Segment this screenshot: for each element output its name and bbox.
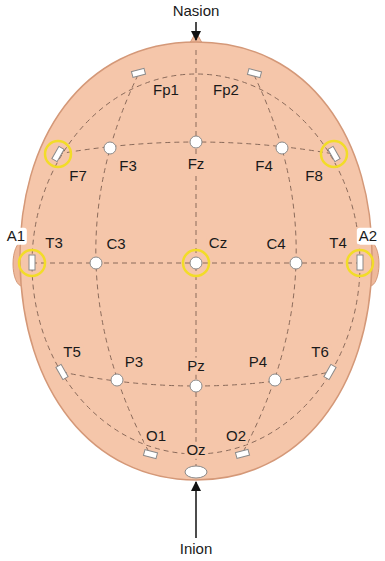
electrode-label: Oz [184, 442, 207, 459]
landmark-label: Nasion [171, 3, 222, 20]
landmark-label: Inion [178, 541, 215, 558]
electrode-label: Cz [207, 235, 229, 252]
electrode-label: F3 [117, 158, 139, 175]
electrode-label: F4 [253, 158, 275, 175]
electrode-label: Fp1 [151, 82, 181, 99]
electrode-label: Pz [185, 358, 207, 375]
electrode-label: C4 [264, 236, 287, 253]
electrode-label: T6 [309, 344, 331, 361]
electrode-label: O2 [224, 428, 248, 445]
electrode-label: T3 [43, 235, 65, 252]
electrode-label: Fp2 [211, 82, 241, 99]
electrode-label: A2 [357, 228, 379, 245]
electrode-label: Fz [186, 156, 207, 173]
electrode-label: C3 [104, 236, 127, 253]
electrode-label: F8 [303, 168, 325, 185]
electrode-label: P3 [123, 354, 145, 371]
electrode-label: T4 [327, 235, 349, 252]
electrode-label: F7 [67, 168, 89, 185]
electrode-label: P4 [247, 354, 269, 371]
electrode-label: A1 [5, 228, 27, 245]
electrode-label: O1 [144, 428, 168, 445]
electrode-label: T5 [61, 344, 83, 361]
